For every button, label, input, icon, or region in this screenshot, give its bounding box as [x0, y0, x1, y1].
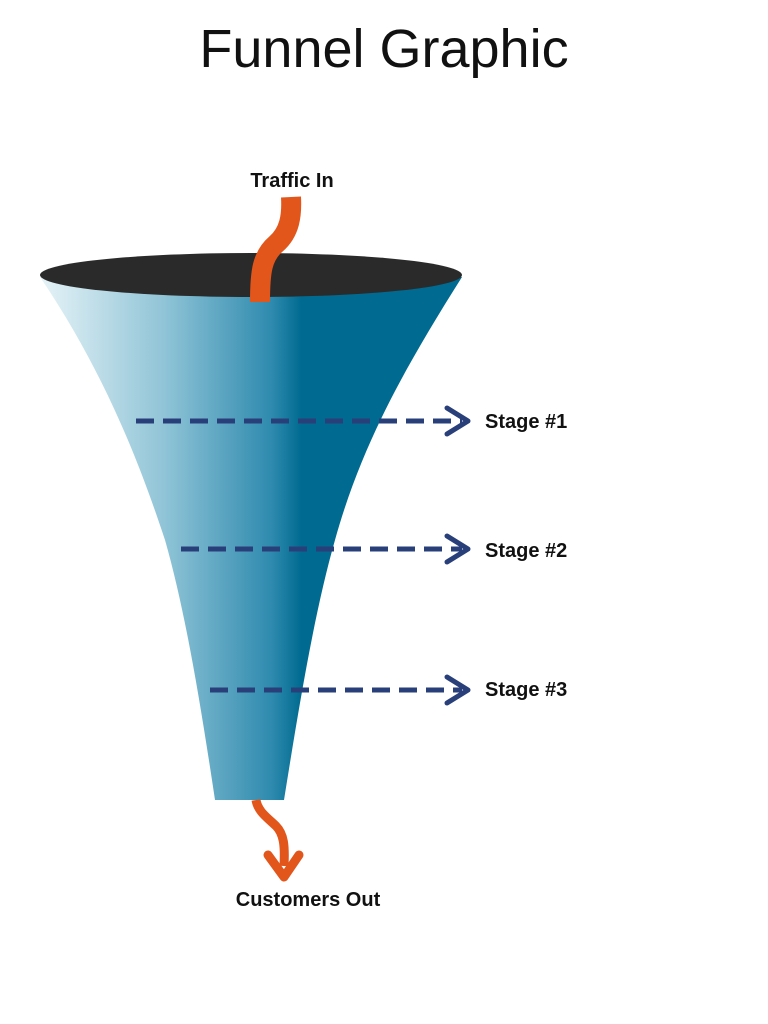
stage-1-arrow [136, 405, 471, 437]
stage-1-label: Stage #1 [485, 411, 567, 433]
stage-3-arrow [210, 674, 471, 706]
page-title: Funnel Graphic [199, 19, 569, 79]
customers-out-label: Customers Out [236, 889, 381, 911]
stage-3-label: Stage #3 [485, 679, 567, 701]
funnel-top-opening [40, 253, 462, 297]
traffic-in-label: Traffic In [250, 170, 333, 192]
customers-out-arrowhead [263, 850, 304, 882]
stage-2-arrow [181, 533, 471, 565]
traffic-in-stream [250, 196, 302, 303]
stage-2-label: Stage #2 [485, 540, 567, 562]
customers-out-stream [251, 798, 289, 867]
funnel-body [40, 277, 462, 800]
